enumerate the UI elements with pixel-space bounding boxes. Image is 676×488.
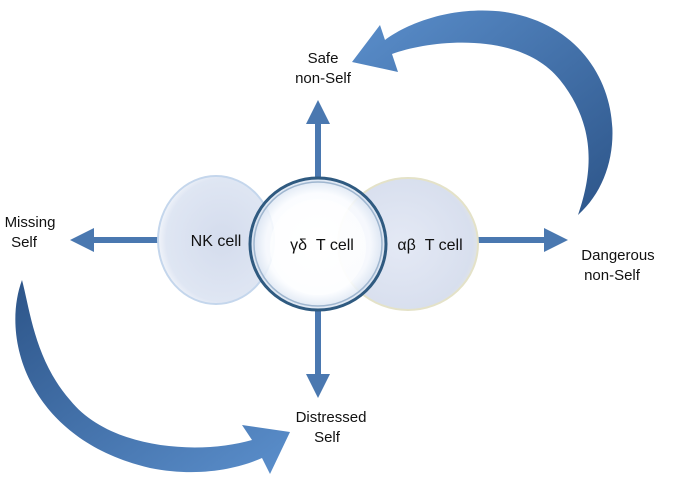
label-line: Missing — [5, 214, 56, 231]
label-line: Self — [11, 234, 38, 251]
label-distressed-self: Distressed Self — [296, 409, 367, 446]
arrows — [70, 100, 568, 398]
gd-t-cell: γδ T cell — [248, 176, 388, 312]
label-dangerous-non-self: Dangerous non-Self — [581, 247, 654, 284]
curved-arrow-top-right — [352, 10, 613, 215]
ab-t-cell-label: αβ T cell — [397, 237, 462, 254]
label-line: non-Self — [295, 70, 352, 87]
gd-t-cell-label: γδ T cell — [290, 237, 354, 254]
label-line: Safe — [308, 50, 339, 67]
curved-arrow-bottom-left — [15, 280, 290, 474]
label-line: non-Self — [584, 267, 641, 284]
label-safe-non-self: Safe non-Self — [295, 50, 352, 87]
label-line: Distressed — [296, 409, 367, 426]
label-line: Dangerous — [581, 247, 654, 264]
label-missing-self: Missing Self — [5, 214, 56, 251]
label-line: Self — [314, 429, 341, 446]
nk-cell-label: NK cell — [191, 233, 242, 250]
